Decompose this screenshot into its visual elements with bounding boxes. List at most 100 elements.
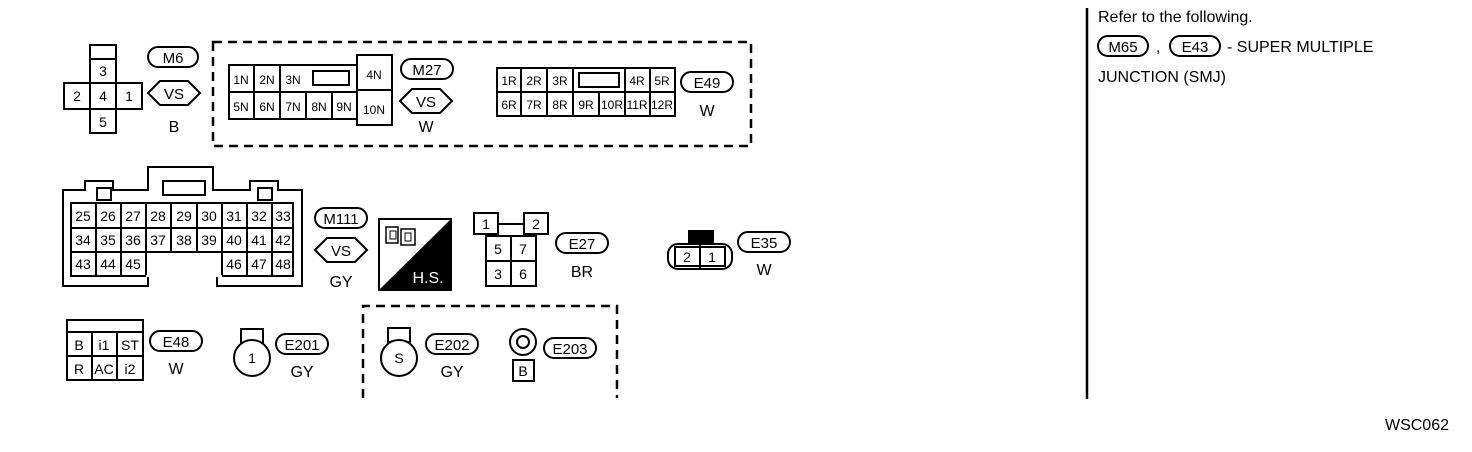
pin-label: 48 bbox=[275, 256, 291, 272]
pin-label: 36 bbox=[125, 232, 141, 248]
pin-label: 10N bbox=[363, 103, 385, 117]
pin-label: 1 bbox=[125, 88, 133, 104]
pin-label: 5N bbox=[233, 100, 248, 114]
pin-label: AC bbox=[94, 361, 113, 377]
pin-label: 2 bbox=[683, 249, 691, 265]
dashed-group-border bbox=[211, 40, 753, 148]
connector-id-tag: M27 bbox=[412, 62, 441, 79]
connector-id-tag: E202 bbox=[434, 337, 469, 354]
pin-label: 35 bbox=[100, 232, 116, 248]
connector-id-tag: M111 bbox=[323, 211, 358, 228]
pin-label: 8R bbox=[552, 98, 568, 112]
pin-label: ST bbox=[121, 337, 139, 353]
connector-e48: B i1 ST R AC i2 E48 W bbox=[66, 319, 203, 381]
pin-label: 11R bbox=[626, 98, 647, 112]
pin-label: 44 bbox=[100, 256, 116, 272]
pin-label: 4R bbox=[629, 74, 645, 88]
pin-label: 39 bbox=[201, 232, 217, 248]
pin-label: 32 bbox=[251, 208, 267, 224]
pin-label: 5 bbox=[494, 241, 502, 257]
pin-label: 8N bbox=[311, 100, 326, 114]
pin-label: 43 bbox=[75, 256, 91, 272]
pin-label: 40 bbox=[226, 232, 242, 248]
wire-color-label: W bbox=[699, 103, 715, 120]
vs-symbol bbox=[146, 80, 202, 106]
pin-label: 34 bbox=[75, 232, 91, 248]
dashed-group-border bbox=[361, 304, 619, 398]
pin-label: 37 bbox=[150, 232, 166, 248]
reference-note: Refer to the following. M65 , E43 - SUPE… bbox=[1097, 9, 1373, 86]
pin-label: 6 bbox=[519, 266, 527, 282]
pin-label: 5 bbox=[99, 114, 107, 130]
connector-m27: 1N 2N 3N 5N 6N 7N 8N 9N 4N 10N M27 VS W bbox=[228, 54, 454, 136]
connector-m6: 3 2 4 1 5 M6 VS B bbox=[63, 44, 202, 136]
refer-tag-m65: M65 bbox=[1108, 39, 1137, 56]
pin-label: 9N bbox=[336, 100, 351, 114]
connector-e49: 1R 2R 3R 4R 5R 6R 7R 8R 9R 10R 11R 12R E… bbox=[496, 67, 734, 120]
pin-label: 12R bbox=[651, 98, 673, 112]
connector-id-tag: E27 bbox=[569, 236, 596, 253]
pin-label: 3R bbox=[552, 74, 568, 88]
connector-id-tag: M6 bbox=[163, 50, 184, 67]
pin-label: 28 bbox=[150, 208, 166, 224]
pin-label: 26 bbox=[100, 208, 116, 224]
connector-id-tag: E48 bbox=[163, 334, 190, 351]
pin-label: i2 bbox=[125, 361, 136, 377]
vs-symbol bbox=[398, 88, 454, 114]
figure-code: WSC062 bbox=[1385, 417, 1449, 434]
pin-label: 7N bbox=[285, 100, 300, 114]
connector-e201: 1 E201 GY bbox=[233, 328, 329, 381]
pin-label: B bbox=[518, 363, 527, 379]
pin-label: 4N bbox=[366, 68, 381, 82]
pin-label: 6N bbox=[259, 100, 274, 114]
pin-label: 38 bbox=[176, 232, 192, 248]
pin-label: R bbox=[74, 361, 84, 377]
pin-label: 30 bbox=[201, 208, 217, 224]
wire-color-label: GY bbox=[440, 364, 463, 381]
pin-label: 1R bbox=[501, 74, 517, 88]
connector-m111: 25 26 27 28 29 30 31 32 33 34 35 36 37 3… bbox=[62, 166, 369, 291]
pin-label: 2 bbox=[532, 216, 540, 232]
pin-label: 7 bbox=[519, 241, 527, 257]
connector-e35: 2 1 E35 W bbox=[667, 230, 791, 279]
pin-label: 1 bbox=[708, 249, 716, 265]
pin-label: 3N bbox=[285, 73, 300, 87]
pin-label: 31 bbox=[226, 208, 242, 224]
connector-type-label: VS bbox=[331, 243, 351, 260]
pin-label: 1 bbox=[248, 350, 256, 366]
connector-type-label: VS bbox=[416, 94, 436, 111]
pin-label: 1N bbox=[233, 73, 248, 87]
pin-label: 10R bbox=[601, 98, 623, 112]
wire-color-label: B bbox=[169, 119, 180, 136]
pin-label: 2N bbox=[259, 73, 274, 87]
pin-label: 27 bbox=[125, 208, 141, 224]
wire-color-label: W bbox=[418, 119, 434, 136]
connector-e27: 1 2 5 7 3 6 E27 BR bbox=[473, 212, 609, 287]
connector-id-tag: E203 bbox=[552, 341, 587, 358]
refer-separator: , bbox=[1156, 39, 1160, 56]
pin-label: 46 bbox=[226, 256, 242, 272]
connector-id-tag: E49 bbox=[694, 75, 721, 92]
pin-label: 41 bbox=[251, 232, 267, 248]
connector-hand-icon bbox=[385, 226, 416, 246]
pin-label: 1 bbox=[482, 216, 490, 232]
pin-label: 25 bbox=[75, 208, 91, 224]
wire-color-label: BR bbox=[571, 264, 593, 281]
pin-label: B bbox=[74, 337, 83, 353]
pin-label: 9R bbox=[578, 98, 594, 112]
pin-label: 33 bbox=[275, 208, 291, 224]
hs-label: H.S. bbox=[412, 270, 443, 287]
pin-label: S bbox=[394, 350, 403, 366]
vs-symbol bbox=[313, 237, 369, 263]
connector-e202: S E202 GY bbox=[380, 327, 479, 381]
wire-color-label: W bbox=[756, 262, 772, 279]
pin-label: 3 bbox=[494, 266, 502, 282]
pin-label: 4 bbox=[99, 88, 107, 104]
pin-label: 6R bbox=[501, 98, 517, 112]
harness-side-symbol: H.S. bbox=[378, 218, 452, 291]
connector-id-tag: E35 bbox=[751, 235, 778, 252]
pin-label: 45 bbox=[125, 256, 141, 272]
refer-tag-e43: E43 bbox=[1182, 39, 1209, 56]
wire-color-label: GY bbox=[290, 364, 313, 381]
